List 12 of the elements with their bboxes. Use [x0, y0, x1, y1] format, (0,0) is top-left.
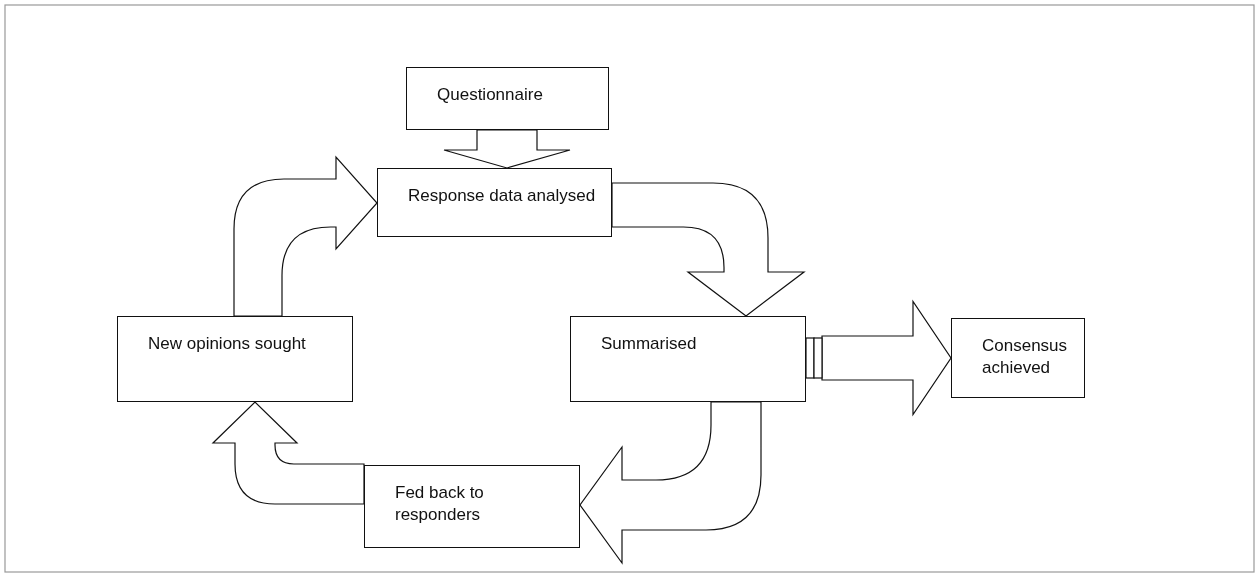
box-label: Response data analysed	[408, 185, 597, 207]
box-label: Summarised	[601, 333, 698, 355]
process-box	[951, 318, 1085, 398]
process-box	[377, 168, 612, 237]
box-label: Consensus achieved	[982, 335, 1069, 380]
box-label: Fed back to responders	[395, 482, 485, 527]
process-box	[570, 316, 806, 402]
process-box	[406, 67, 609, 130]
box-label: New opinions sought	[148, 333, 307, 355]
box-label: Questionnaire	[437, 84, 544, 106]
process-box	[364, 465, 580, 548]
process-box	[117, 316, 353, 402]
